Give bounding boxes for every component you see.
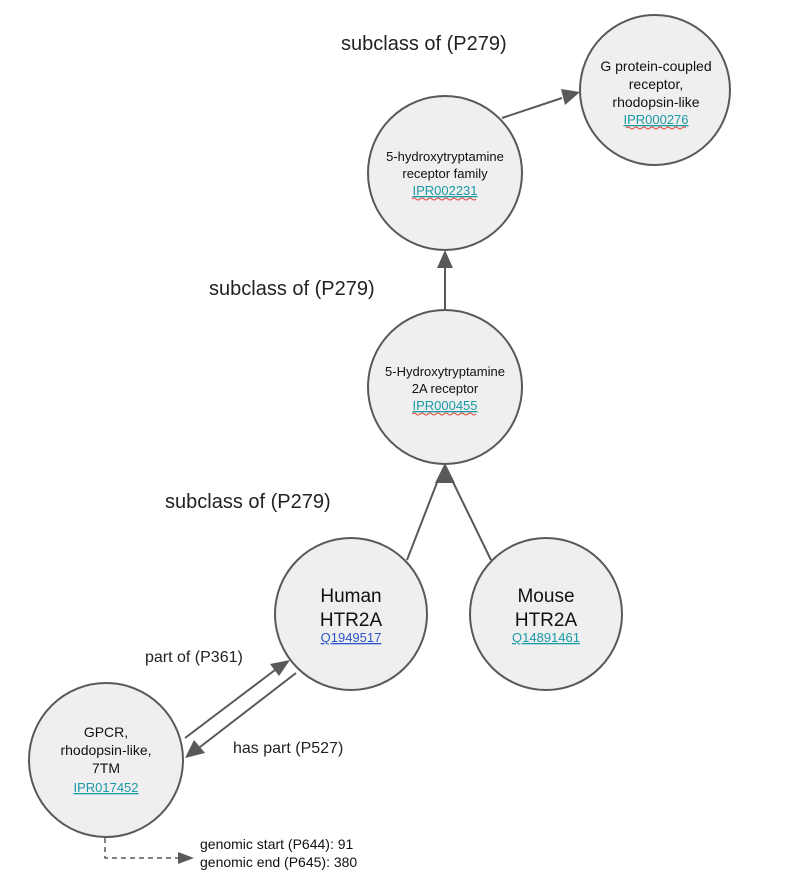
- node-label-line: HTR2A: [320, 610, 383, 631]
- arrowhead-gpcr: [561, 89, 580, 105]
- node-circle: [367, 95, 523, 251]
- node-label-line: Human: [320, 586, 381, 607]
- arrowhead-2a: [435, 463, 455, 483]
- edge-part-of: [184, 669, 276, 739]
- node-label-line: Mouse: [517, 586, 574, 607]
- note-genomic-start: genomic start (P644): 91: [200, 836, 354, 852]
- label-subclass-bottom: subclass of (P279): [165, 491, 331, 513]
- label-subclass-top: subclass of (P279): [341, 33, 507, 55]
- edge-has-part: [199, 672, 297, 748]
- spellcheck-squiggle: [411, 197, 477, 201]
- node-label-line: GPCR,: [84, 724, 128, 740]
- node-label-line: receptor,: [629, 76, 683, 92]
- spellcheck-squiggle: [625, 126, 687, 130]
- node-5ht-receptor-family[interactable]: 5-hydroxytryptamine receptor family IPR0…: [367, 95, 523, 251]
- interpro-link[interactable]: IPR000276: [623, 112, 688, 127]
- note-genomic-end: genomic end (P645): 380: [200, 854, 357, 870]
- node-label-line: HTR2A: [515, 610, 578, 631]
- node-circle: [274, 537, 428, 691]
- interpro-link[interactable]: IPR017452: [73, 780, 138, 795]
- node-label-line: receptor family: [402, 166, 488, 181]
- node-label-line: 7TM: [92, 760, 120, 776]
- node-label-line: rhodopsin-like,: [60, 742, 151, 758]
- wikidata-link[interactable]: Q14891461: [512, 630, 580, 645]
- edge-human-to-2a: [406, 479, 439, 561]
- edge-family-to-gpcr: [501, 97, 563, 119]
- node-label-line: rhodopsin-like: [612, 94, 699, 110]
- edges: [104, 89, 580, 864]
- node-mouse-htr2a[interactable]: Mouse HTR2A Q14891461: [469, 537, 623, 691]
- edge-mouse-to-2a: [451, 479, 492, 561]
- edge-dashed-genomic: [104, 838, 178, 859]
- node-gpcr-rhodopsin-like[interactable]: G protein-coupled receptor, rhodopsin-li…: [579, 14, 731, 166]
- arrowhead-part-of: [270, 660, 290, 676]
- node-human-htr2a[interactable]: Human HTR2A Q1949517: [274, 537, 428, 691]
- arrowhead-family: [437, 250, 453, 268]
- node-label-line: 2A receptor: [412, 381, 479, 396]
- label-subclass-mid: subclass of (P279): [209, 278, 375, 300]
- node-label-line: 5-Hydroxytryptamine: [385, 364, 505, 379]
- node-circle: [367, 309, 523, 465]
- node-label-line: G protein-coupled: [600, 58, 711, 74]
- arrowhead-genomic: [178, 852, 194, 864]
- genomic-note: genomic start (P644): 91 genomic end (P6…: [200, 836, 357, 870]
- edge-labels: subclass of (P279) subclass of (P279) su…: [145, 33, 507, 757]
- node-circle: [469, 537, 623, 691]
- node-circle: [579, 14, 731, 166]
- wikidata-link[interactable]: Q1949517: [321, 630, 382, 645]
- interpro-link[interactable]: IPR000455: [412, 398, 477, 413]
- node-circle: [28, 682, 184, 838]
- node-label-line: 5-hydroxytryptamine: [386, 149, 504, 164]
- node-gpcr-rhodopsin-7tm[interactable]: GPCR, rhodopsin-like, 7TM IPR017452: [28, 682, 184, 838]
- interpro-link[interactable]: IPR002231: [412, 183, 477, 198]
- spellcheck-squiggle: [411, 412, 477, 416]
- label-part-of: part of (P361): [145, 649, 243, 666]
- arrowhead-has-part: [185, 740, 205, 758]
- node-5ht-2a-receptor[interactable]: 5-Hydroxytryptamine 2A receptor IPR00045…: [367, 309, 523, 465]
- label-has-part: has part (P527): [233, 740, 343, 757]
